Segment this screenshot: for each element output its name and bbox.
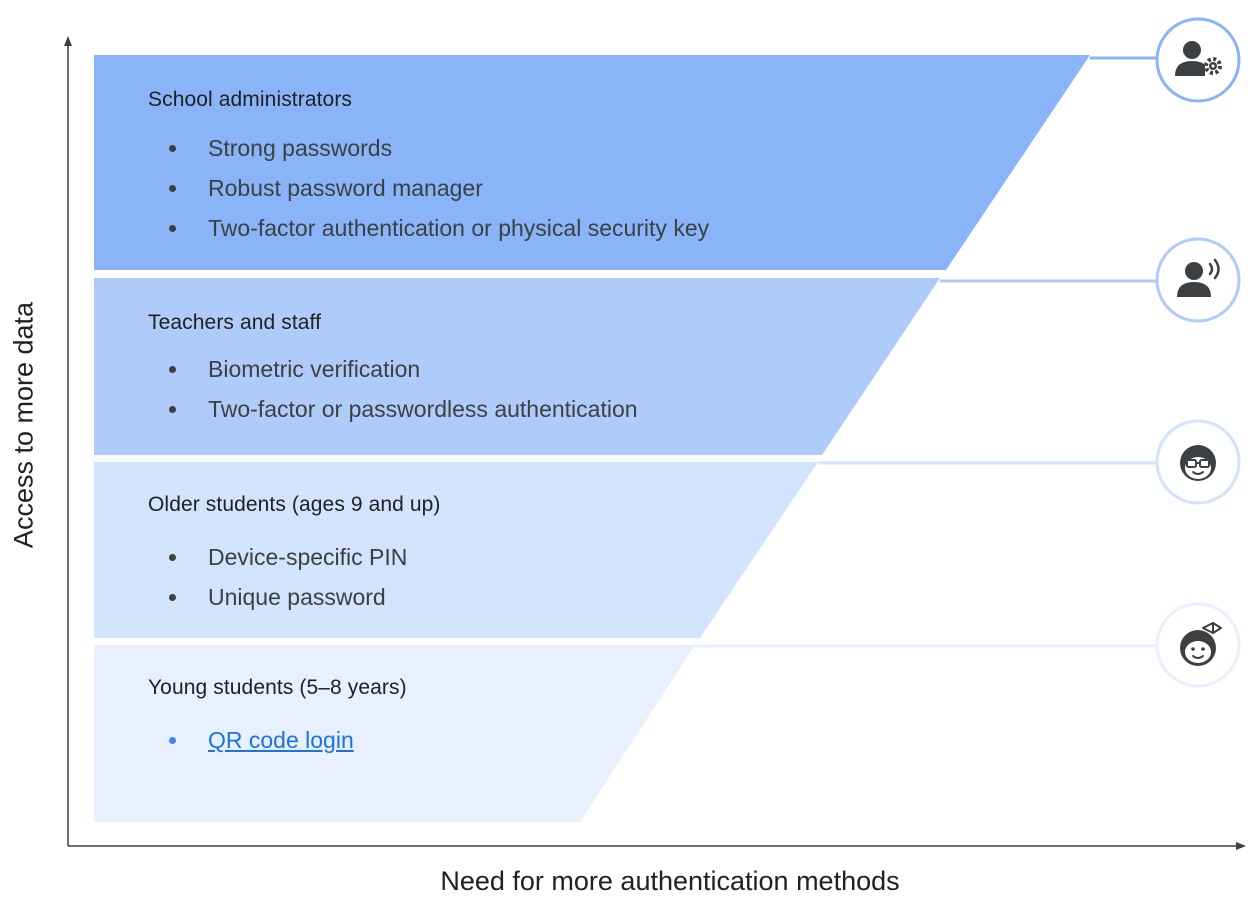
tier-band-young-students xyxy=(94,645,695,822)
tier-young-students: Young students (5–8 years) QR code login xyxy=(148,676,407,760)
method-list: Biometric verification Two-factor or pas… xyxy=(148,349,638,429)
bullet-icon xyxy=(169,145,176,152)
bullet-icon xyxy=(169,366,176,373)
bullet-icon xyxy=(169,554,176,561)
method-list: Device-specific PIN Unique password xyxy=(148,537,441,617)
list-item-label: Device-specific PIN xyxy=(208,544,408,570)
list-item: Robust password manager xyxy=(148,168,709,208)
list-item[interactable]: QR code login xyxy=(148,720,407,760)
bullet-icon xyxy=(169,737,176,744)
y-axis-label: Access to more data xyxy=(8,301,39,549)
tier-title: Young students (5–8 years) xyxy=(148,676,407,699)
list-item-label: Unique password xyxy=(208,584,386,610)
bullet-icon xyxy=(169,185,176,192)
bullet-icon xyxy=(169,225,176,232)
list-item: Strong passwords xyxy=(148,128,709,168)
list-item-label: Two-factor or passwordless authenticatio… xyxy=(208,396,638,422)
tier-teachers: Teachers and staff Biometric verificatio… xyxy=(148,311,638,429)
tier-title: School administrators xyxy=(148,88,353,111)
admin-gear-icon xyxy=(1155,17,1241,103)
list-item-label: Two-factor authentication or physical se… xyxy=(208,215,710,241)
bullet-icon xyxy=(169,594,176,601)
tier-administrators: School administrators Strong passwords R… xyxy=(148,88,709,248)
bullet-icon xyxy=(169,406,176,413)
tier-band-teachers xyxy=(94,278,940,455)
tier-band-administrators xyxy=(94,55,1090,270)
tier-title: Teachers and staff xyxy=(148,311,322,334)
list-item-label: Biometric verification xyxy=(208,356,421,382)
list-item: Two-factor authentication or physical se… xyxy=(148,208,709,248)
tier-band-older-students xyxy=(94,462,818,638)
child-bow-icon xyxy=(1155,602,1241,688)
method-list: QR code login xyxy=(148,720,407,760)
speaking-person-icon xyxy=(1155,237,1241,323)
method-list: Strong passwords Robust password manager… xyxy=(148,128,709,248)
tier-older-students: Older students (ages 9 and up) Device-sp… xyxy=(148,493,441,617)
x-axis-arrow xyxy=(1236,842,1246,850)
list-item: Unique password xyxy=(148,577,441,617)
list-item: Two-factor or passwordless authenticatio… xyxy=(148,389,638,429)
list-item-label: Robust password manager xyxy=(208,175,483,201)
y-axis-arrow xyxy=(64,36,72,46)
x-axis-label: Need for more authentication methods xyxy=(440,866,900,896)
list-item-label: Strong passwords xyxy=(208,135,393,161)
qr-code-login-link[interactable]: QR code login xyxy=(208,727,354,753)
list-item: Biometric verification xyxy=(148,349,638,389)
student-glasses-icon xyxy=(1155,419,1241,505)
tier-title: Older students (ages 9 and up) xyxy=(148,493,441,516)
list-item: Device-specific PIN xyxy=(148,537,441,577)
